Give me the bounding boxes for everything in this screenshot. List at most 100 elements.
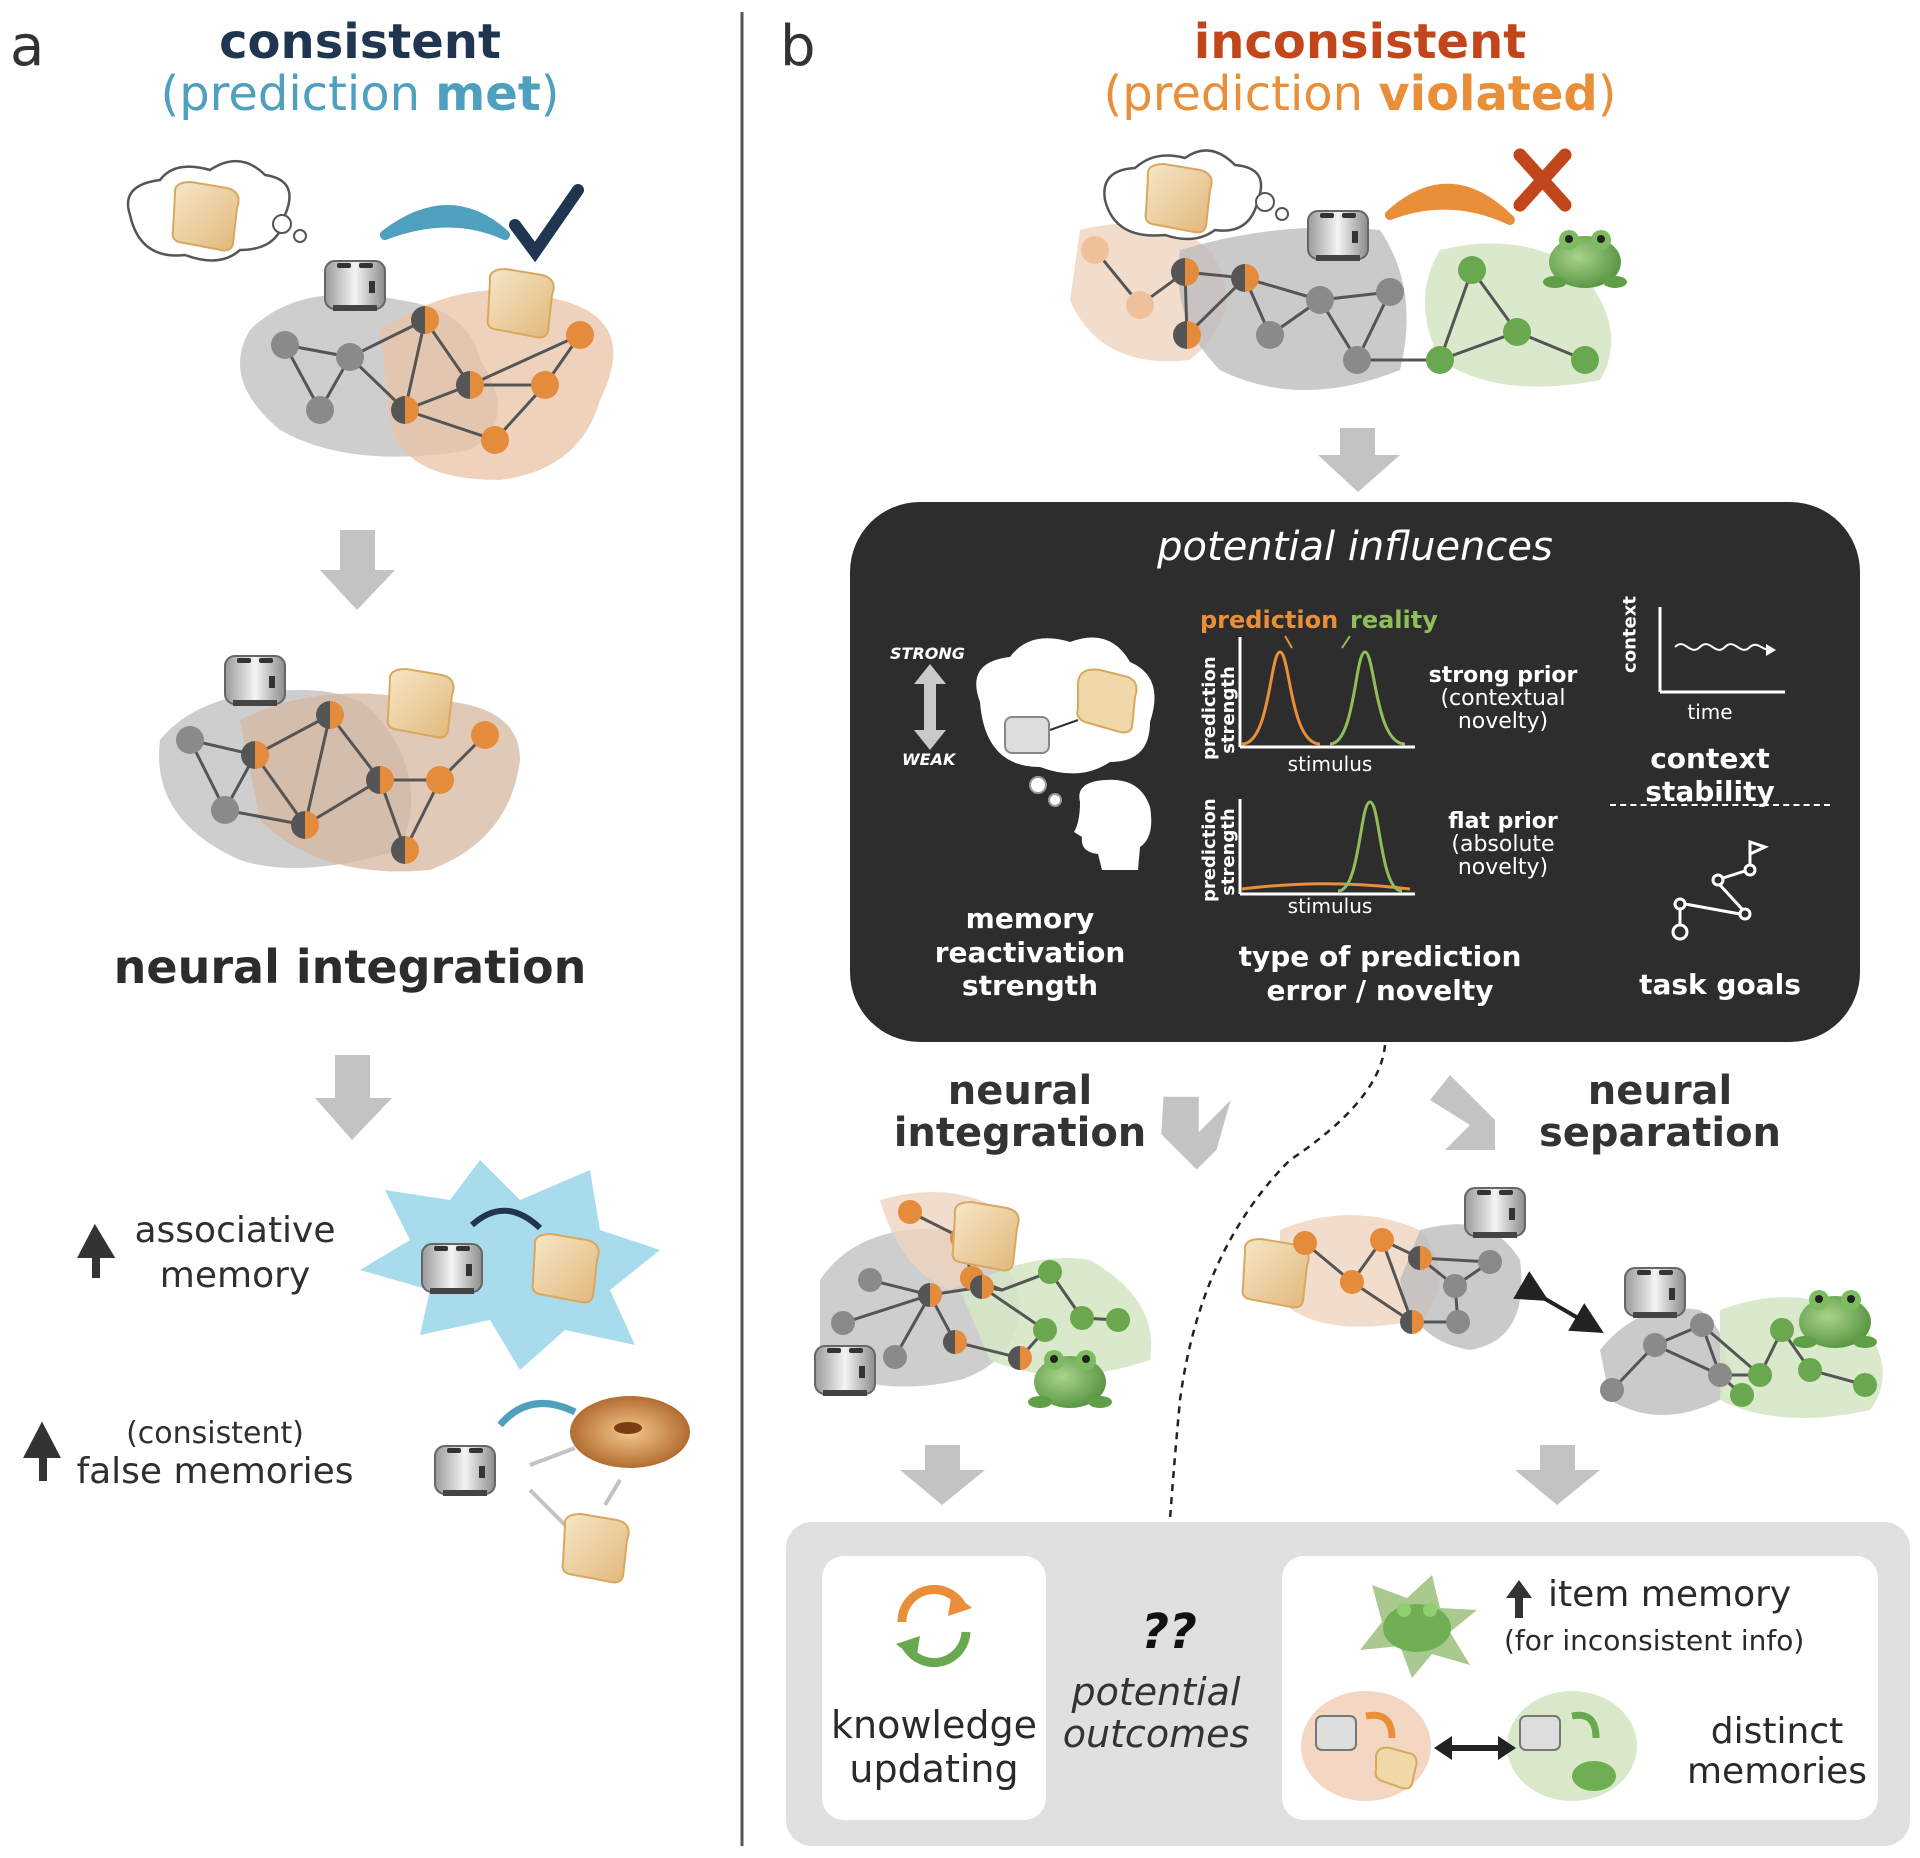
toast-icon <box>531 1233 600 1304</box>
toaster-icon <box>814 1345 876 1397</box>
pe-line-2: error / novelty <box>1266 973 1494 1007</box>
neural-integration-label-a: neural integration <box>113 940 587 994</box>
panel-a-subtitle: (prediction met) <box>150 66 570 122</box>
potential-influences-box: potential influences STRONG WEAK memory … <box>850 502 1860 1042</box>
potential-line-1: potential <box>1071 1670 1241 1714</box>
strong-prior-line-3: novelty) <box>1457 709 1549 735</box>
arrow-down-icon <box>1318 428 1400 492</box>
item-memory-sublabel: (for inconsistent info) <box>1504 1624 1805 1657</box>
flat-prior-line-2: (absolute <box>1451 832 1555 858</box>
distinct-memories-label: distinct memories <box>1682 1712 1872 1791</box>
flat-prior-plot <box>1238 799 1415 896</box>
panel-b-subtitle-suffix: ) <box>1597 66 1617 122</box>
strong-label: STRONG <box>890 644 965 663</box>
associative-memory-burst <box>360 1160 660 1370</box>
panel-b-subtitle-prefix: (prediction <box>1103 66 1379 122</box>
frog-icon <box>1543 230 1627 288</box>
assoc-line-1: associative <box>134 1210 336 1251</box>
context-task-separator <box>1610 804 1830 806</box>
network-b-integration <box>814 1192 1152 1408</box>
panel-a-letter: a <box>10 14 45 79</box>
item-memory-label: item memory <box>1548 1574 1792 1615</box>
arrow-down-icon <box>900 1445 985 1505</box>
knowledge-updating-card: knowledge updating <box>822 1556 1046 1820</box>
knowledge-line-2: updating <box>849 1746 1019 1791</box>
check-icon <box>509 184 584 263</box>
strength-double-arrow-icon <box>914 664 946 750</box>
strong-prior-line-2: (contextual <box>1440 686 1566 712</box>
increase-arrow-icon <box>1506 1580 1532 1618</box>
potential-outcomes-label: potential outcomes <box>1056 1670 1256 1756</box>
knowledge-updating-label: knowledge updating <box>822 1703 1046 1791</box>
false-memories-label: (consistent) false memories <box>60 1416 370 1492</box>
flat-ylabel-line-2: strength <box>1218 808 1239 896</box>
context-xlabel: time <box>1687 700 1733 724</box>
toast-icon <box>486 268 555 339</box>
network-b-separation <box>1241 1187 1883 1418</box>
integration-line-2: integration <box>893 1110 1147 1156</box>
flat-prior-xlabel: stimulus <box>1287 894 1373 918</box>
update-cycle-icon <box>896 1585 972 1668</box>
distinct-memories-card: item memory (for inconsistent info) dist… <box>1282 1556 1878 1820</box>
arrow-down-right-icon <box>1430 1075 1495 1150</box>
context-plot <box>1658 607 1785 694</box>
cross-icon <box>1513 148 1572 212</box>
toaster-icon <box>1307 210 1369 262</box>
distinct-memories-graphic <box>1301 1691 1637 1801</box>
integration-line-1: neural <box>947 1068 1093 1114</box>
dashed-divider <box>1158 1044 1387 1701</box>
item-memory-burst-icon <box>1360 1575 1477 1678</box>
panel-a-subtitle-bold: met <box>435 66 541 122</box>
context-ylabel: context <box>1619 596 1641 673</box>
arrow-down-icon <box>320 530 395 610</box>
arrow-down-left-icon <box>1161 1096 1231 1170</box>
panel-b-subtitle: (prediction violated) <box>1060 66 1660 122</box>
mem-line-1: memory <box>965 902 1095 935</box>
panel-b-subtitle-bold: violated <box>1378 66 1598 122</box>
strong-prior-label: strong prior (contextual novelty) <box>1428 664 1578 733</box>
strong-prior-xlabel: stimulus <box>1287 752 1373 776</box>
toaster-icon <box>224 655 286 707</box>
associative-memory-label: associative memory <box>120 1208 350 1298</box>
flat-prior-ylabel: prediction strength <box>1170 798 1270 902</box>
reality-legend: reality <box>1350 606 1438 634</box>
toast-icon <box>1144 163 1213 234</box>
mem-line-3: strength <box>961 969 1099 1003</box>
strong-prior-ylabel: prediction strength <box>1170 656 1270 760</box>
mem-line-2: reactivation <box>934 935 1126 969</box>
toast-icon <box>386 668 455 739</box>
prediction-error-label: type of prediction error / novelty <box>1200 940 1560 1007</box>
neural-separation-label: neural separation <box>1530 1070 1790 1154</box>
potential-outcomes-box: knowledge updating ?? potential outcomes… <box>786 1522 1910 1846</box>
false-memory-group <box>434 1396 690 1584</box>
knowledge-line-1: knowledge <box>831 1703 1037 1747</box>
task-goals-icon <box>1671 839 1770 941</box>
neural-integration-label-b: neural integration <box>890 1070 1150 1154</box>
question-marks: ?? <box>1141 1604 1197 1660</box>
toaster-icon <box>1624 1267 1686 1319</box>
toast-icon <box>171 181 240 252</box>
increase-arrow-icon <box>77 1223 116 1278</box>
flat-prior-line-3: novelty) <box>1457 855 1549 881</box>
panel-b-title: inconsistent <box>1193 14 1527 70</box>
false-line-2: false memories <box>76 1451 354 1492</box>
arrow-down-icon <box>315 1055 392 1140</box>
task-goals-label: task goals <box>1639 968 1801 1001</box>
memory-reactivation-graphic <box>976 637 1155 870</box>
network-b-top <box>1070 148 1627 390</box>
assoc-line-2: memory <box>159 1255 311 1296</box>
strong-ylabel-line-2: strength <box>1218 666 1239 754</box>
prediction-legend: prediction <box>1200 606 1339 634</box>
distinct-line-2: memories <box>1686 1750 1868 1792</box>
prediction-arc <box>1385 183 1515 225</box>
arrow-down-icon <box>1515 1445 1600 1505</box>
toaster-icon <box>421 1243 483 1295</box>
increase-arrow-icon <box>23 1421 61 1481</box>
toast-icon <box>561 1513 630 1584</box>
toaster-icon <box>1464 1187 1526 1239</box>
flat-prior-label: flat prior (absolute novelty) <box>1428 810 1578 879</box>
panel-a-subtitle-suffix: ) <box>540 66 560 122</box>
memory-reactivation-label: memory reactivation strength <box>910 902 1150 1003</box>
influences-title: potential influences <box>1157 524 1553 570</box>
